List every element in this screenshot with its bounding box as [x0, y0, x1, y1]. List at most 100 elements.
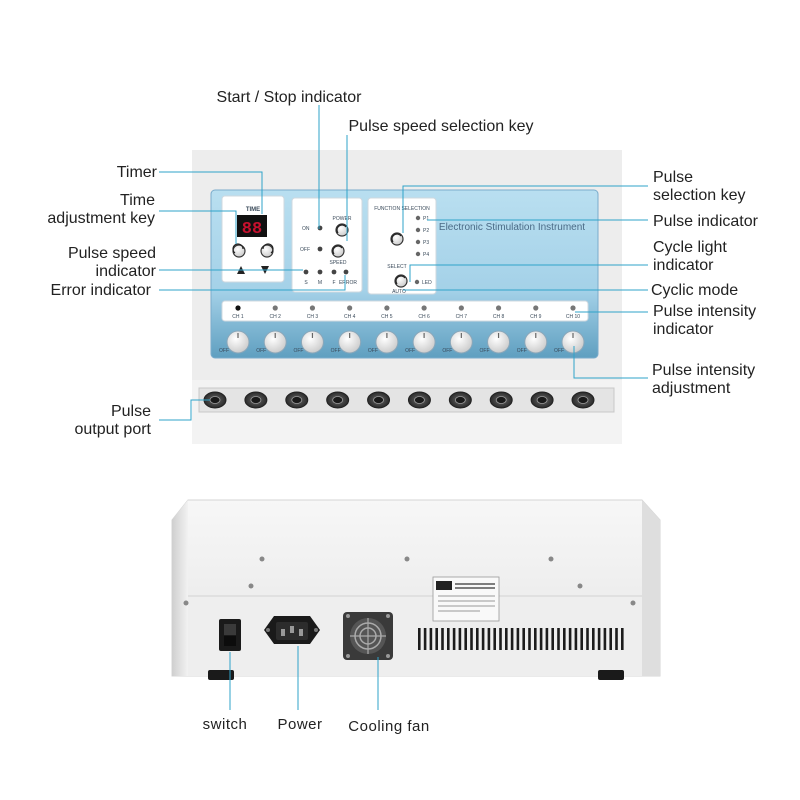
channel-led	[347, 305, 353, 311]
function-selection-section: FUNCTION SELECTION P1 P2 P3 P4 SELECT AU…	[367, 197, 437, 295]
time-adj-callout-line1: Time	[120, 192, 155, 209]
intensity-indicator-callout-line1: Pulse intensity	[653, 303, 756, 320]
speed-label: SPEED	[330, 260, 347, 266]
output-port[interactable]	[407, 391, 431, 409]
intensity-adjustment-callout-line1: Pulse intensity	[652, 362, 755, 379]
time-adj-callout-line2: adjustment key	[47, 210, 155, 227]
timer-section: TIME 88	[221, 195, 285, 283]
knob-off-label: OFF	[219, 348, 229, 354]
intensity-knob[interactable]	[449, 330, 473, 354]
vent-slot	[551, 628, 554, 650]
intensity-knob[interactable]	[300, 330, 324, 354]
vent-slot	[435, 628, 438, 650]
pulse-select-button[interactable]	[390, 232, 404, 246]
p2-label: P2	[423, 228, 429, 234]
intensity-knob[interactable]	[561, 330, 585, 354]
intensity-adjustment-callout-line2: adjustment	[652, 380, 731, 397]
intensity-indicator-callout-line2: indicator	[653, 321, 714, 338]
vent-slot	[557, 628, 560, 650]
vent-slot	[418, 628, 421, 650]
channel-led	[570, 305, 576, 311]
vent-slot	[522, 628, 525, 650]
channel-led	[235, 305, 241, 311]
channel-label: CH 9	[530, 314, 542, 320]
power-socket[interactable]	[264, 616, 320, 644]
vent-slot	[499, 628, 502, 650]
vent-slot	[429, 628, 433, 650]
vent-slot	[568, 628, 572, 650]
channel-led	[309, 305, 316, 311]
output-port[interactable]	[489, 391, 513, 409]
error-led	[343, 269, 349, 275]
time-up-button[interactable]	[232, 243, 246, 274]
p3-label: P3	[423, 240, 429, 246]
output-port[interactable]	[244, 391, 268, 409]
output-port[interactable]	[367, 391, 391, 409]
knob-off-label: OFF	[480, 348, 490, 354]
knob-off-label: OFF	[331, 348, 341, 354]
function-selection-box	[367, 197, 437, 295]
function-selection-title: FUNCTION SELECTION	[374, 206, 430, 212]
channel-led	[458, 305, 464, 311]
rear-left-side	[172, 500, 188, 676]
left-foot	[208, 670, 234, 680]
switch-caption: switch	[203, 716, 248, 733]
vent-slot	[452, 628, 456, 650]
knob-off-label: OFF	[368, 348, 378, 354]
output-port[interactable]	[326, 391, 350, 409]
channel-led	[495, 305, 502, 311]
intensity-knob[interactable]	[487, 330, 511, 354]
cycle-light-callout-line2: indicator	[653, 257, 714, 274]
p4-led	[415, 251, 421, 257]
vent-slot	[493, 628, 496, 650]
power-speed-section: ON OFF POWER SPEED S M F ERROR	[291, 197, 363, 293]
pulse-speed-indicator-callout-line2: indicator	[96, 263, 157, 280]
error-label: ERROR	[339, 280, 357, 286]
pulse-indicator-callout: Pulse indicator	[653, 213, 759, 230]
speed-s-led	[303, 269, 309, 275]
vent-slot	[505, 628, 508, 650]
rear-panel	[188, 596, 642, 676]
rear-right-side	[642, 500, 660, 676]
p1-led	[415, 215, 421, 221]
vent-slot	[534, 628, 537, 650]
channel-led	[533, 305, 539, 311]
vent-slot	[592, 628, 595, 650]
vent-slot	[510, 628, 514, 650]
speed-f-label: F	[332, 280, 335, 286]
rear-device	[171, 499, 661, 680]
callout-labels: Start / Stop indicator Pulse speed selec…	[47, 89, 758, 735]
intensity-knob[interactable]	[263, 330, 287, 354]
vent-slot	[423, 628, 427, 650]
output-port[interactable]	[203, 391, 227, 409]
channel-led	[384, 305, 390, 311]
auto-button[interactable]	[394, 274, 408, 288]
output-port[interactable]	[448, 391, 472, 409]
power-button[interactable]	[335, 223, 349, 237]
timer-display	[237, 215, 267, 237]
knob-off-label: OFF	[256, 348, 266, 354]
rocker-switch[interactable]	[219, 619, 241, 651]
output-port[interactable]	[285, 391, 309, 409]
speed-button[interactable]	[331, 244, 345, 258]
knob-off-label: OFF	[293, 348, 303, 354]
channel-label: CH 4	[344, 314, 356, 320]
vent-slot	[609, 628, 612, 650]
intensity-knob[interactable]	[375, 330, 399, 354]
timer-callout: Timer	[117, 164, 158, 181]
intensity-knob[interactable]	[412, 330, 436, 354]
intensity-knob[interactable]	[338, 330, 362, 354]
brand-text: Electronic Stimulation Instrument	[439, 222, 585, 233]
intensity-knob[interactable]	[524, 330, 548, 354]
on-indicator-led	[317, 225, 323, 231]
channel-label: CH 7	[456, 314, 468, 320]
cooling-fan-grille	[343, 612, 393, 660]
pulse-output-callout-line1: Pulse	[111, 403, 151, 420]
vent-slot	[603, 628, 607, 650]
output-port[interactable]	[530, 391, 554, 409]
vent-slot	[545, 628, 549, 650]
channel-led	[272, 305, 278, 311]
speed-f-led	[331, 269, 337, 275]
intensity-knob[interactable]	[226, 330, 250, 354]
output-port[interactable]	[571, 391, 595, 409]
